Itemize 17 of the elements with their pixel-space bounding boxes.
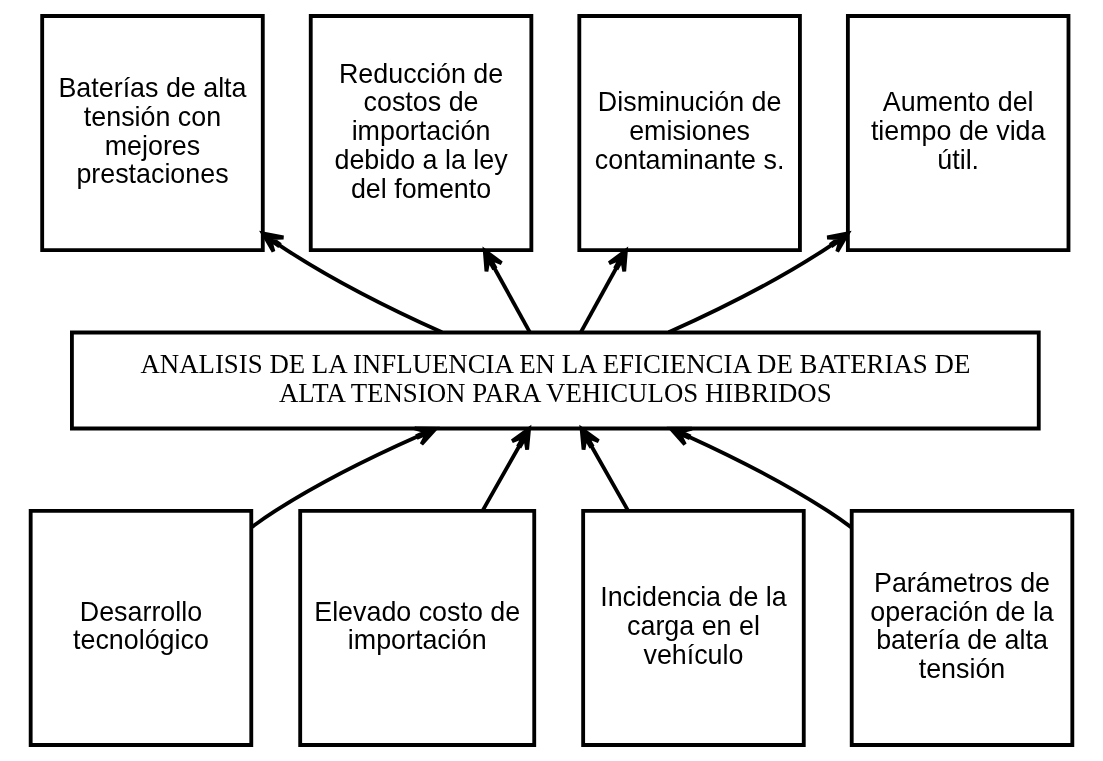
- arrow: [579, 426, 630, 512]
- arrow: [667, 231, 850, 335]
- arrow: [669, 426, 853, 530]
- arrow: [480, 426, 531, 512]
- node-box: Desarrollo tecnológico: [28, 509, 254, 747]
- node-box: ANALISIS DE LA INFLUENCIA EN LA EFICIENCIA DE BATERIAS DE ALTA TENSION PARA VEHICULOS HIBRIDOS: [70, 330, 1041, 431]
- arrow: [250, 426, 438, 529]
- node-box: Incidencia de la carga en el vehículo: [581, 509, 806, 747]
- node-box: Elevado costo de importación: [298, 509, 537, 747]
- arrow: [482, 248, 532, 334]
- node-box: Aumento del tiempo de vida útil.: [845, 14, 1071, 252]
- node-box: Baterías de alta tensión con mejores prestaciones: [40, 14, 265, 252]
- node-box: Disminución de emisiones contaminante s.: [577, 14, 802, 252]
- arrow: [260, 231, 443, 335]
- node-box: Parámetros de operación de la batería de alta tensión: [849, 509, 1075, 747]
- node-box: Reducción de costos de importación debido a la ley del fomento: [308, 14, 534, 252]
- arrow: [579, 248, 628, 334]
